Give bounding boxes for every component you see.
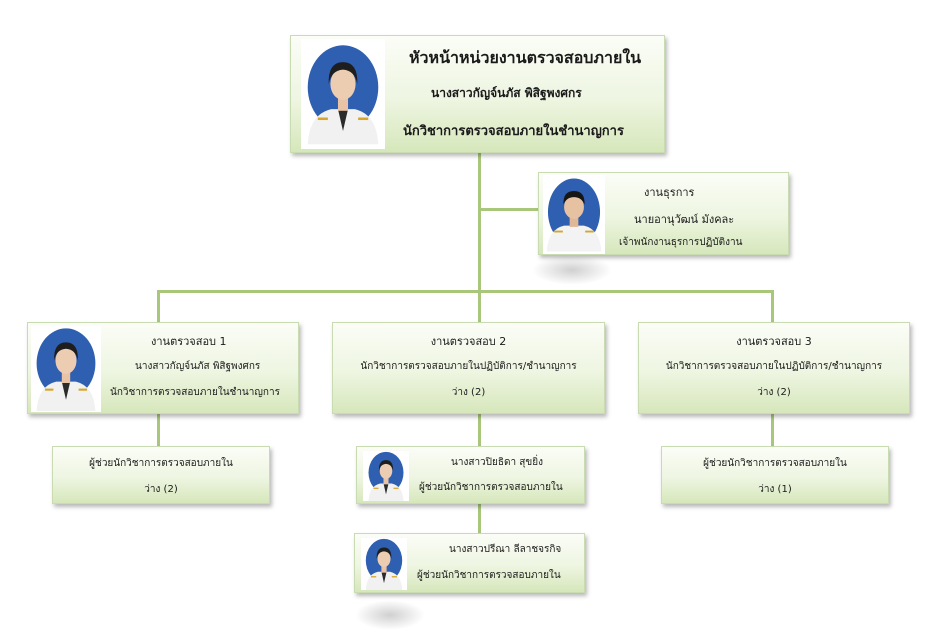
portrait-icon (361, 538, 407, 590)
portrait-icon (31, 326, 101, 412)
portrait-icon (363, 451, 409, 501)
connector-admin-branch (478, 208, 540, 211)
assistant1-node: ผู้ช่วยนักวิชาการตรวจสอบภายใน ว่าง (2) (52, 446, 270, 504)
connector-head-down (478, 152, 481, 293)
assistant2b-node: นางสาวปรีณา ลีลาชจรกิจ ผู้ช่วยนักวิชาการ… (354, 533, 585, 593)
admin-position: เจ้าพนักงานธุรการปฏิบัติงาน (619, 237, 743, 248)
decorative-shadow (355, 600, 425, 630)
assistant1-vacancy: ว่าง (2) (144, 484, 178, 495)
assistant2a-node: นางสาวปิยธิดา สุขยิ่ง ผู้ช่วยนักวิชาการต… (356, 446, 585, 504)
audit2-node: งานตรวจสอบ 2 นักวิชาการตรวจสอบภายในปฏิบั… (332, 322, 605, 414)
audit1-position: นักวิชาการตรวจสอบภายในชำนาญการ (110, 387, 280, 398)
connector-audit2-assistant (478, 414, 481, 448)
audit1-node: งานตรวจสอบ 1 นางสาวกัญจ์นภัส พิสิฐพงศกร … (27, 322, 299, 414)
connector-to-audit3 (771, 290, 774, 324)
audit1-photo (31, 326, 101, 412)
audit2-title: งานตรวจสอบ 2 (430, 335, 507, 348)
assistant2b-name: นางสาวปรีณา ลีลาชจรกิจ (449, 544, 562, 555)
decorative-shadow (532, 255, 612, 285)
assistant2a-position: ผู้ช่วยนักวิชาการตรวจสอบภายใน (419, 482, 563, 493)
admin-photo (543, 175, 605, 254)
audit1-name: นางสาวกัญจ์นภัส พิสิฐพงศกร (135, 361, 261, 372)
connector-to-audit1 (157, 290, 160, 324)
assistant2b-photo (361, 538, 407, 590)
connector-audit3-assistant (771, 414, 774, 448)
connector-assistant-chain (478, 504, 481, 534)
audit3-position: นักวิชาการตรวจสอบภายในปฏิบัติการ/ชำนาญกา… (665, 361, 883, 372)
head-title: หัวหน้าหน่วยงานตรวจสอบภายใน (409, 48, 642, 67)
head-name: นางสาวกัญจ์นภัส พิสิฐพงศกร (431, 86, 582, 100)
audit3-node: งานตรวจสอบ 3 นักวิชาการตรวจสอบภายในปฏิบั… (638, 322, 910, 414)
assistant3-node: ผู้ช่วยนักวิชาการตรวจสอบภายใน ว่าง (1) (661, 446, 889, 504)
assistant2a-name: นางสาวปิยธิดา สุขยิ่ง (451, 457, 543, 468)
head-position: นักวิชาการตรวจสอบภายในชำนาญการ (403, 124, 624, 139)
admin-node: งานธุรการ นายอานุวัฒน์ มังคละ เจ้าพนักงา… (538, 172, 789, 255)
assistant3-position: ผู้ช่วยนักวิชาการตรวจสอบภายใน (703, 458, 847, 469)
audit2-position: นักวิชาการตรวจสอบภายในปฏิบัติการ/ชำนาญกา… (360, 361, 577, 372)
head-photo (301, 39, 385, 149)
connector-audit1-assistant (157, 414, 160, 448)
assistant2b-position: ผู้ช่วยนักวิชาการตรวจสอบภายใน (417, 570, 561, 581)
assistant1-position: ผู้ช่วยนักวิชาการตรวจสอบภายใน (89, 458, 233, 469)
assistant2a-photo (363, 451, 409, 501)
connector-to-audit2 (478, 290, 481, 324)
portrait-icon (543, 175, 605, 254)
head-node: หัวหน้าหน่วยงานตรวจสอบภายใน นางสาวกัญจ์น… (290, 35, 665, 153)
assistant3-vacancy: ว่าง (1) (758, 484, 792, 495)
portrait-icon (301, 39, 385, 149)
connector-horizontal (157, 290, 774, 293)
audit3-title: งานตรวจสอบ 3 (736, 335, 812, 348)
audit1-title: งานตรวจสอบ 1 (151, 335, 227, 348)
audit3-vacancy: ว่าง (2) (757, 387, 791, 398)
admin-title: งานธุรการ (644, 186, 695, 199)
audit2-vacancy: ว่าง (2) (451, 387, 486, 398)
admin-name: นายอานุวัฒน์ มังคละ (634, 213, 735, 226)
